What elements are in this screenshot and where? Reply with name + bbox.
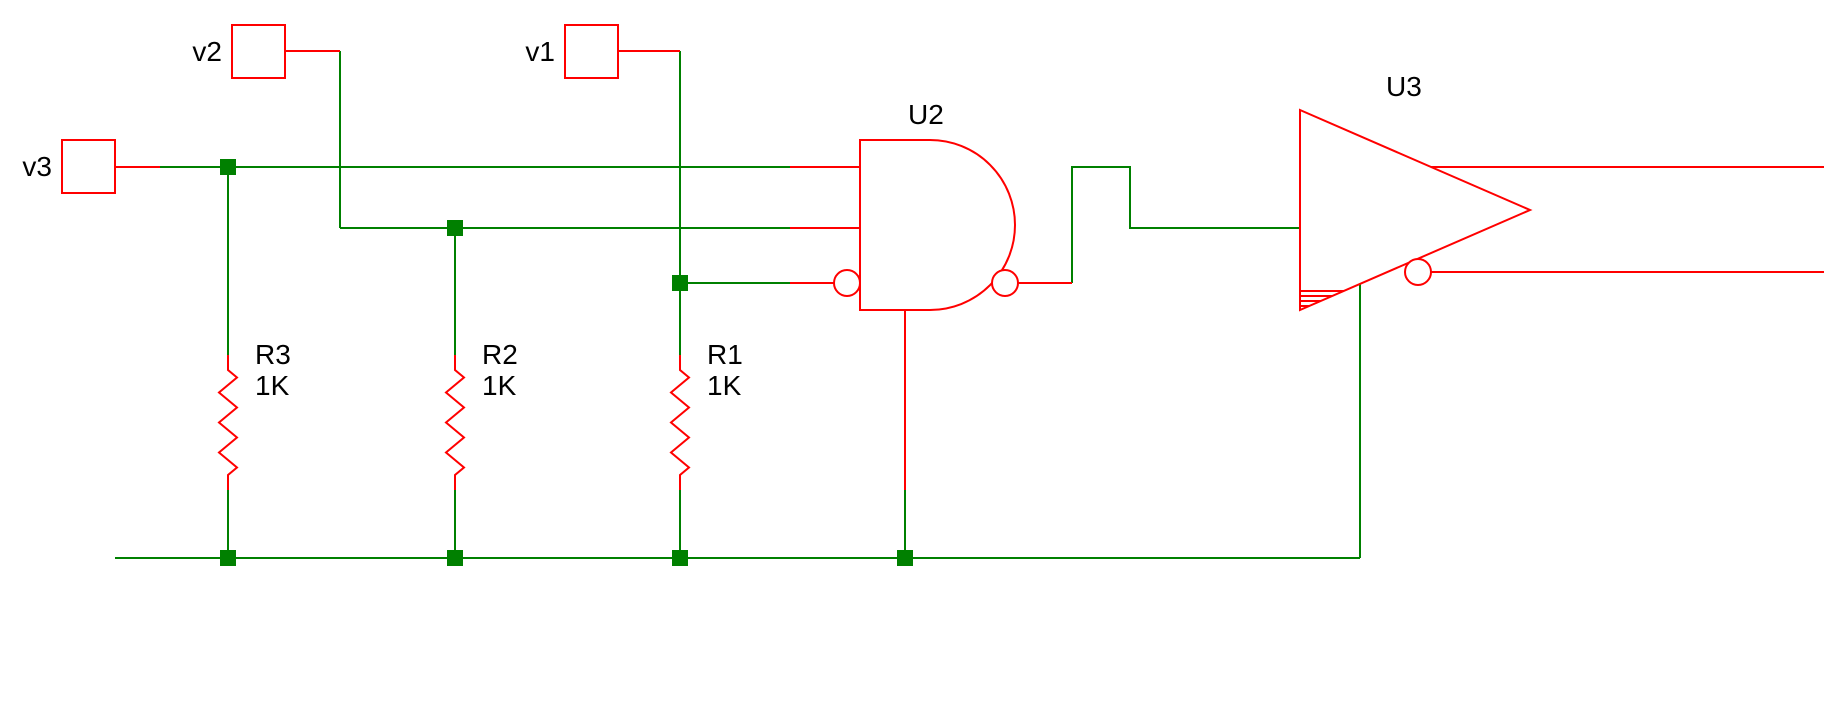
wires (115, 51, 1361, 559)
junction-dot (220, 550, 236, 566)
gate-U2[interactable]: U2 (833, 99, 1019, 311)
gate-U3-ref: U3 (1386, 71, 1422, 102)
buffer-hatch-marks (1300, 290, 1344, 307)
output-inversion-bubble[interactable] (991, 269, 1019, 297)
port-v3[interactable]: v3 (22, 139, 116, 194)
port-v3-symbol[interactable] (61, 139, 116, 194)
port-v1[interactable]: v1 (525, 24, 619, 79)
resistor-R3-symbol[interactable] (217, 355, 239, 490)
output-inversion-bubble[interactable] (1404, 258, 1432, 286)
gate-U2-ref: U2 (908, 99, 944, 130)
port-v2-symbol[interactable] (231, 24, 286, 79)
junction-dot (672, 275, 688, 291)
port-v1-label: v1 (525, 36, 555, 67)
resistor-R3-ref: R3 (255, 339, 291, 370)
resistor-R2-ref: R2 (482, 339, 518, 370)
wire-u2-out-to-u3-in[interactable] (1071, 166, 1300, 283)
resistor-R2[interactable]: R2 1K (444, 339, 518, 490)
resistor-R2-symbol[interactable] (444, 355, 466, 490)
port-v3-label: v3 (22, 151, 52, 182)
port-v2[interactable]: v2 (192, 24, 286, 79)
resistor-R1-symbol[interactable] (669, 355, 691, 490)
resistor-R1-value: 1K (707, 370, 742, 401)
junction-dot (447, 550, 463, 566)
resistor-R1-ref: R1 (707, 339, 743, 370)
port-v2-label: v2 (192, 36, 222, 67)
gate-U3[interactable]: U3 (1299, 71, 1533, 312)
pin-leads (115, 50, 1824, 490)
resistor-R3-value: 1K (255, 370, 290, 401)
resistor-R1[interactable]: R1 1K (669, 339, 743, 490)
nand-gate-body[interactable] (859, 139, 1016, 311)
junction-dot (672, 550, 688, 566)
port-v1-symbol[interactable] (564, 24, 619, 79)
junction-dot (897, 550, 913, 566)
junction-dot (447, 220, 463, 236)
junction-dot (220, 159, 236, 175)
junctions (220, 159, 913, 566)
resistor-R2-value: 1K (482, 370, 517, 401)
input-inversion-bubble[interactable] (833, 269, 861, 297)
resistor-R3[interactable]: R3 1K (217, 339, 291, 490)
